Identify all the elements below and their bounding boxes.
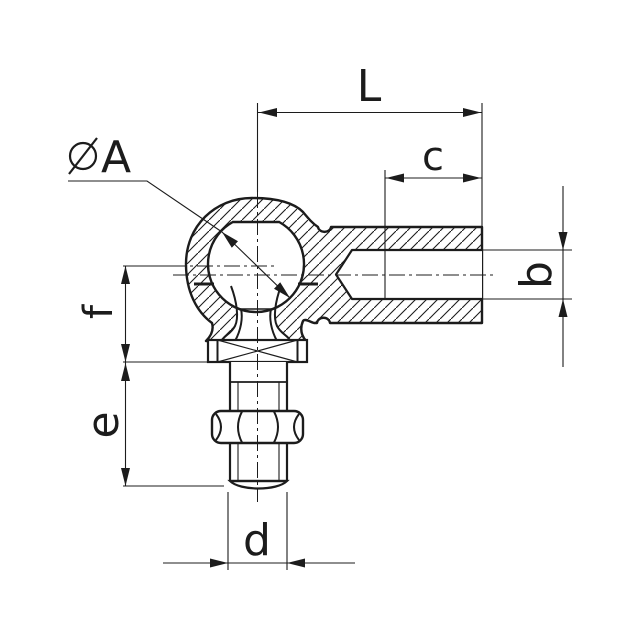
- arrow-c-left: [386, 173, 404, 183]
- stud-tip: [227, 479, 290, 490]
- arrow-b-bottom: [558, 299, 568, 317]
- dim-label-c: c: [422, 134, 444, 180]
- arrow-f-bottom: [121, 344, 130, 362]
- arrow-ballদia-upper: [222, 232, 238, 248]
- dimension-labels: L c b A f e d: [76, 61, 562, 566]
- dim-label-A: A: [101, 132, 131, 183]
- arrow-d-right: [287, 558, 305, 568]
- ball: [206, 220, 306, 314]
- arrow-balldia-lower: [274, 282, 290, 298]
- dim-label-f: f: [76, 304, 122, 319]
- arrow-c-right: [463, 173, 481, 183]
- dim-label-L: L: [357, 61, 382, 112]
- nut-face-curve: [237, 411, 243, 443]
- dim-label-d: d: [243, 515, 271, 566]
- arrow-b-top: [558, 232, 568, 250]
- stud-cone-left: [234, 308, 243, 342]
- arrow-L-left: [259, 108, 277, 117]
- arrow-f-top: [121, 266, 130, 284]
- socket-lip-right: [273, 285, 291, 342]
- stud-cone-right: [269, 308, 278, 342]
- centerlines: [170, 192, 493, 502]
- arrow-e-bottom: [121, 468, 130, 486]
- arrow-d-left: [210, 558, 228, 568]
- dimension-arrowheads: [121, 108, 568, 568]
- socket-lip-left: [221, 285, 239, 342]
- nut-chamfer-left: [215, 413, 222, 441]
- leader-line-ball-diameter: [68, 180, 223, 233]
- diameter-symbol-icon: [68, 137, 98, 175]
- hex-nut: [210, 409, 305, 445]
- dim-label-e: e: [78, 411, 129, 438]
- arrow-L-right: [463, 108, 481, 117]
- collar-cross-line: [217, 339, 298, 363]
- housing-section: [184, 196, 484, 343]
- arrow-e-top: [121, 363, 130, 381]
- dimension-lines: [68, 103, 572, 570]
- dim-label-b: b: [511, 261, 562, 289]
- nut-face-curve: [273, 411, 279, 443]
- nut-chamfer-right: [293, 413, 300, 441]
